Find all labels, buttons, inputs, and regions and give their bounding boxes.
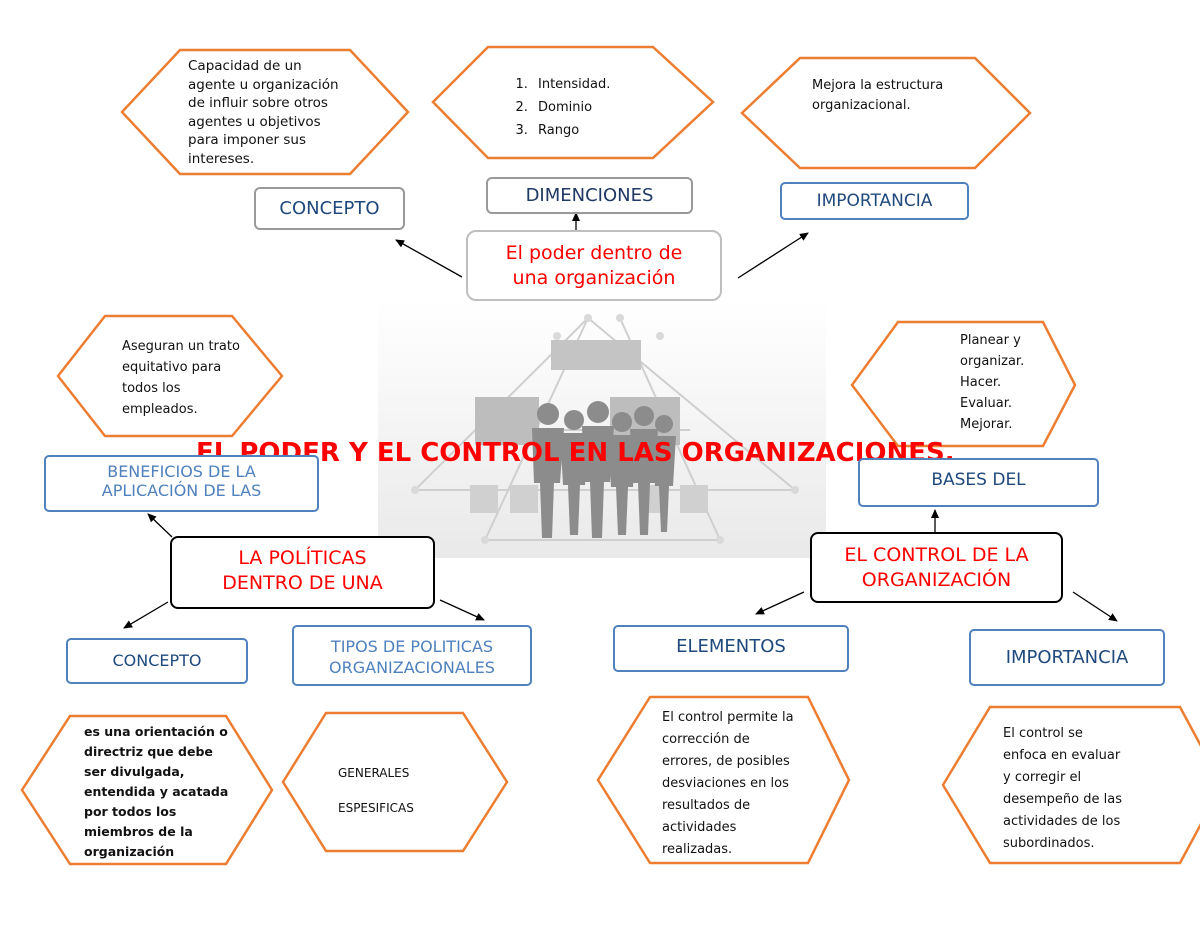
hex-poder-importancia [740,56,1032,170]
arrow-to-beneficios [147,513,173,538]
list-item: Dominio [532,96,672,119]
poder-concepto-text: Capacidad de un agente u organización de… [188,57,358,168]
poder-concepto-label: CONCEPTO [254,187,405,230]
politicas-concepto-text: es una orientación o directriz que debe … [84,722,244,862]
node-line: EL CONTROL DE LA [844,544,1029,566]
text-line: intereses. [188,150,255,167]
arrow-to-poder-importancia [737,232,809,279]
label-line: ORGANIZACIONALES [329,658,495,677]
hex-politicas-concepto [20,714,274,866]
page-title: EL PODER Y EL CONTROL EN LAS ORGANIZACIO… [196,438,955,466]
node-line: El poder dentro de [505,242,683,264]
label-text: BASES DEL [931,470,1026,490]
hex-control-importancia [941,705,1200,865]
text-line: agentes u objetivos [188,113,321,130]
control-bases-text: Planear y organizar. Hacer. Evaluar. Mej… [960,330,1060,435]
beneficios-text: Aseguran un trato equitativo para todos … [122,336,272,420]
hex-poder-concepto [120,48,410,176]
text-line: corrección de [662,732,750,747]
arrow-to-control-elementos [755,591,805,615]
node-line: ORGANIZACIÓN [861,569,1012,591]
node-line: DENTRO DE UNA [222,572,383,594]
poder-center-node: El poder dentro de una organización [466,230,722,301]
text-line: Capacidad de un [188,58,302,74]
poder-dimenciones-list: Intensidad. Dominio Rango [492,73,672,142]
text-line: y corregir el [1003,770,1082,785]
text-line: por todos los [84,804,177,819]
hex-poder-dimenciones [431,45,715,160]
text-line: actividades de los [1003,814,1121,829]
text-line: errores, de posibles [662,754,790,769]
text-line: subordinados. [1003,836,1095,851]
label-text: IMPORTANCIA [816,191,933,211]
control-importancia-text: El control se enfoca en evaluar y correg… [1003,723,1173,855]
text-line: realizadas. [662,842,733,857]
text-line: desviaciones en los [662,776,789,791]
list-item: Rango [532,119,672,142]
text-line: El control se [1003,726,1083,741]
arrow-to-control-importancia [1072,591,1118,622]
list-item: GENERALES [338,766,410,780]
text-line: Aseguran un trato [122,339,240,354]
label-line: APLICACIÓN DE LAS [101,481,262,500]
control-elementos-label: ELEMENTOS [613,625,849,672]
hex-politicas-tipos [281,711,509,853]
organization-silhouette-image [378,300,826,558]
beneficios-label: BENEFICIOS DE LA APLICACIÓN DE LAS [44,455,319,512]
text-line: resultados de [662,798,751,813]
poder-importancia-text: Mejora la estructura organizacional. [812,76,982,116]
poder-importancia-label: IMPORTANCIA [780,182,969,220]
text-line: organización [84,844,175,859]
text-line: para imponer sus [188,132,307,148]
label-text: CONCEPTO [112,651,202,670]
text-line: miembros de la [84,824,193,839]
control-center-node: EL CONTROL DE LA ORGANIZACIÓN [810,532,1063,603]
hex-politicas-beneficios [56,314,284,438]
text-line: agente u organización [188,76,339,93]
hex-control-elementos [596,695,851,865]
text-line: todos los [122,381,181,396]
poder-dimenciones-label: DIMENCIONES [486,177,693,214]
text-line: entendida y acatada [84,784,229,799]
list-item: Intensidad. [532,73,672,96]
label-text: ELEMENTOS [676,636,786,657]
text-line: enfoca en evaluar [1003,748,1121,763]
text-line: directriz que debe [84,744,213,759]
control-elementos-text: El control permite la corrección de erro… [662,707,832,861]
text-line: El control permite la [662,710,794,725]
label-text: CONCEPTO [279,198,380,219]
text-line: Evaluar. [960,396,1012,411]
label-text: IMPORTANCIA [1005,647,1129,668]
arrow-to-poder-concepto [395,239,463,278]
label-line: BENEFICIOS DE LA [107,462,256,481]
text-line: Mejora la estructura [812,78,944,93]
text-line: equitativo para [122,360,222,375]
politicas-center-node: LA POLÍTICAS DENTRO DE UNA [170,536,435,609]
hex-control-bases [850,320,1077,448]
text-line: empleados. [122,402,198,417]
politicas-tipos-text: GENERALES ESPESIFICAS [338,756,458,826]
list-item: ESPESIFICAS [338,801,414,815]
label-text: DIMENCIONES [525,185,654,206]
text-line: desempeño de las [1003,792,1122,807]
control-bases-label: BASES DEL [858,458,1099,507]
text-line: organizacional. [812,98,911,113]
politicas-concepto-label: CONCEPTO [66,638,248,684]
text-line: ser divulgada, [84,764,185,779]
arrow-to-politicas-concepto [123,601,169,629]
text-line: de influir sobre otros [188,95,328,111]
node-line: una organización [512,267,676,289]
arrow-to-politicas-tipos [439,599,485,621]
text-line: Mejorar. [960,417,1013,432]
node-line: LA POLÍTICAS [238,547,367,569]
text-line: organizar. [960,354,1025,369]
text-line: Planear y [960,333,1021,348]
label-line: TIPOS DE POLITICAS [330,637,494,656]
text-line: es una orientación o [84,724,228,739]
text-line: Hacer. [960,375,1002,390]
politicas-tipos-label: TIPOS DE POLITICAS ORGANIZACIONALES [292,625,532,686]
text-line: actividades [662,820,737,835]
control-importancia-label: IMPORTANCIA [969,629,1165,686]
